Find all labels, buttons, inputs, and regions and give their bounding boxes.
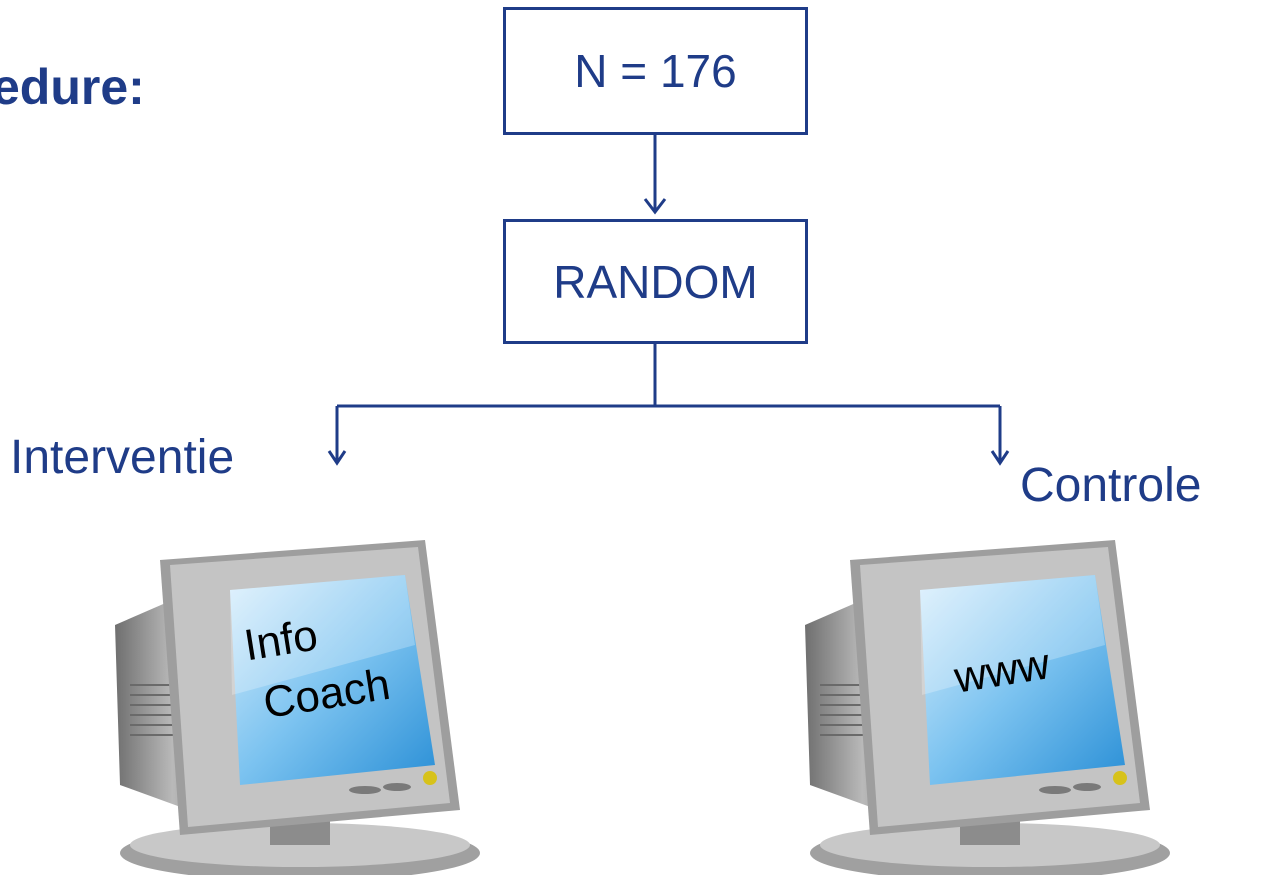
arrowhead-right — [990, 450, 1010, 466]
box-random-label: RANDOM — [553, 255, 758, 308]
computer-monitor-icon: Info Coach — [115, 540, 480, 875]
box-n-label: N = 176 — [574, 45, 737, 97]
box-n: N = 176 — [503, 7, 808, 135]
screen-text-info: Info — [241, 610, 321, 670]
branch-label-controle: Controle — [1020, 459, 1202, 512]
box-random: RANDOM — [503, 219, 808, 344]
arrowhead-random — [643, 198, 667, 215]
computer-monitor-icon: www — [805, 540, 1170, 875]
page-title: edure: — [0, 59, 145, 115]
arrowhead-left — [327, 450, 347, 466]
branch-label-interventie: Interventie — [10, 431, 235, 484]
